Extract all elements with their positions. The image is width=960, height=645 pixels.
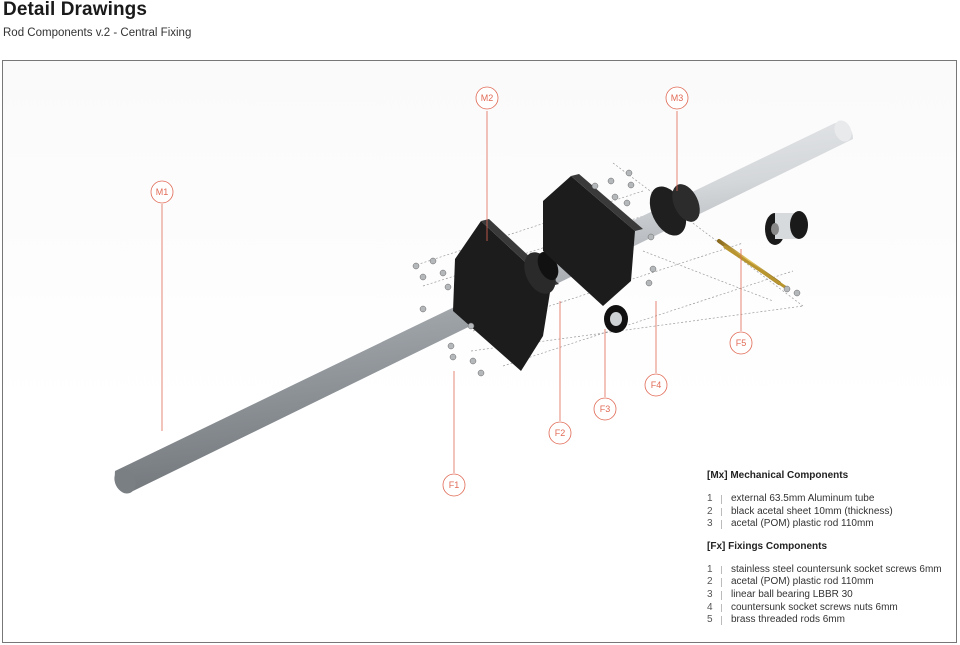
callout-m2: M2 [475,86,499,110]
legend-divider [721,590,722,600]
legend-row: 5 brass threaded rods 6mm [707,614,957,627]
legend-text: brass threaded rods 6mm [731,614,845,626]
page-title: Detail Drawings [3,0,148,20]
legend-number: 4 [707,601,713,613]
callout-f2-label: F2 [555,428,566,438]
legend-divider [721,616,722,625]
legend-divider [721,565,722,575]
legend-row: 4 countersunk socket screws nuts 6mm [707,602,957,615]
legend-text: acetal (POM) plastic rod 110mm [731,576,874,588]
drawing-frame: M1 M2 M3 F1 F2 F3 F4 F5 [2,60,957,643]
legend-number: 2 [707,505,713,517]
component-legend: [Mx] Mechanical Components 1 external 63… [707,470,957,627]
callout-m2-label: M2 [481,93,494,103]
callout-f3-label: F3 [600,404,611,414]
legend-row: 1 stainless steel countersunk socket scr… [707,564,957,577]
legend-text: black acetal sheet 10mm (thickness) [731,505,893,517]
legend-number: 1 [707,493,713,504]
legend-text: acetal (POM) plastic rod 110mm [731,518,874,530]
legend-divider [721,495,722,504]
legend-text: countersunk socket screws nuts 6mm [731,601,898,613]
legend-divider [721,520,722,529]
legend-divider [721,603,722,613]
mechanical-components-heading: [Mx] Mechanical Components [707,470,849,481]
legend-row: 2 acetal (POM) plastic rod 110mm [707,576,957,589]
callout-f2: F2 [548,421,572,445]
acetal-collar [649,184,700,236]
callout-m3-label: M3 [671,93,684,103]
callout-m1-label: M1 [156,187,169,197]
callout-f4: F4 [644,373,668,397]
acetal-plate-right [543,174,643,333]
callout-f5-label: F5 [736,338,747,348]
legend-number: 5 [707,614,713,626]
legend-text: external 63.5mm Aluminum tube [731,493,875,504]
callout-f5: F5 [729,331,753,355]
callout-f1-label: F1 [449,480,460,490]
legend-divider [721,578,722,587]
callout-m1: M1 [150,180,174,204]
callout-f1: F1 [442,473,466,497]
page-subtitle: Rod Components v.2 - Central Fixing [3,27,192,39]
legend-number: 2 [707,576,713,588]
callout-leaders [161,111,742,473]
legend-number: 3 [707,518,713,530]
linear-ball-bearing [765,211,808,245]
brass-threaded-rods [717,239,787,289]
legend-text: stainless steel countersunk socket screw… [731,563,942,575]
exploded-assembly-drawing: M1 M2 M3 F1 F2 F3 F4 F5 [114,86,854,497]
fixings-components-heading: [Fx] Fixings Components [707,540,827,552]
legend-text: linear ball bearing LBBR 30 [731,588,853,600]
legend-divider [721,507,722,517]
callout-f4-label: F4 [651,380,662,390]
callout-f3: F3 [593,397,617,421]
callout-m3: M3 [665,86,689,110]
legend-row: 3 linear ball bearing LBBR 30 [707,589,957,602]
legend-row: 3 acetal (POM) plastic rod 110mm [707,518,957,531]
legend-number: 3 [707,588,713,600]
legend-row: 2 black acetal sheet 10mm (thickness) [707,506,957,519]
legend-row: 1 external 63.5mm Aluminum tube [707,493,957,506]
legend-number: 1 [707,563,713,575]
screws [412,169,801,377]
